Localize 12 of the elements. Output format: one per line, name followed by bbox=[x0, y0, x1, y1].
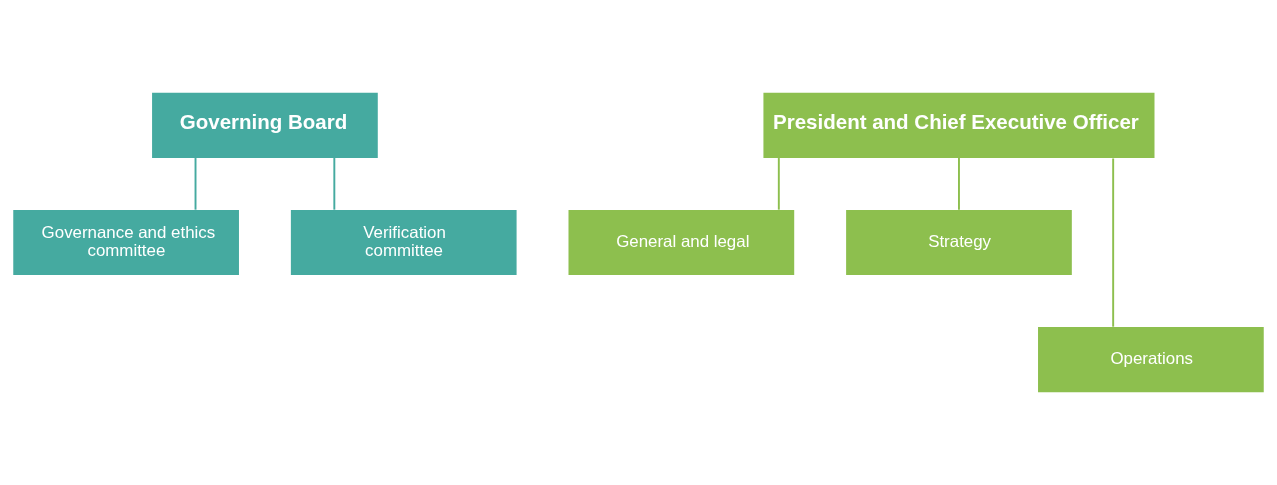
node-box: General and legal bbox=[568, 209, 795, 276]
node-box: Operations bbox=[1038, 327, 1264, 393]
connector bbox=[958, 157, 960, 211]
connector bbox=[333, 157, 336, 211]
node-box: President and Chief Executive Officer bbox=[763, 92, 1155, 158]
node-box: Strategy bbox=[846, 209, 1072, 276]
node-box: Governance and ethics committee bbox=[13, 209, 239, 276]
node-box: Governing Board bbox=[152, 92, 378, 158]
connector bbox=[1112, 157, 1115, 328]
connector bbox=[194, 157, 197, 211]
connector bbox=[777, 157, 780, 211]
node-box: Verification committee bbox=[290, 209, 517, 276]
